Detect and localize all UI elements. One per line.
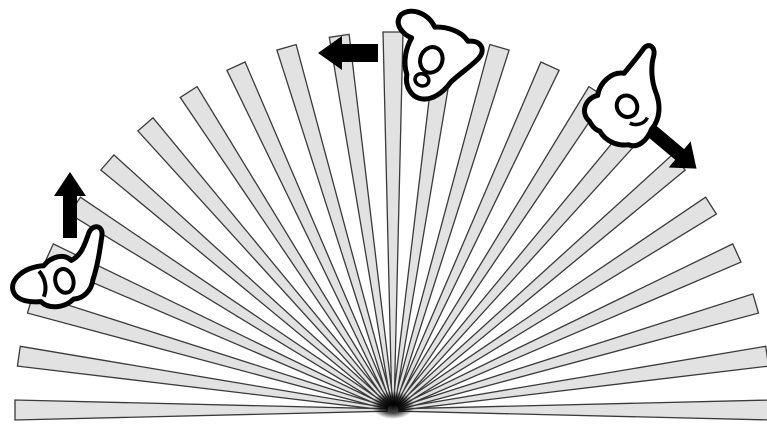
hub-center — [371, 391, 415, 419]
